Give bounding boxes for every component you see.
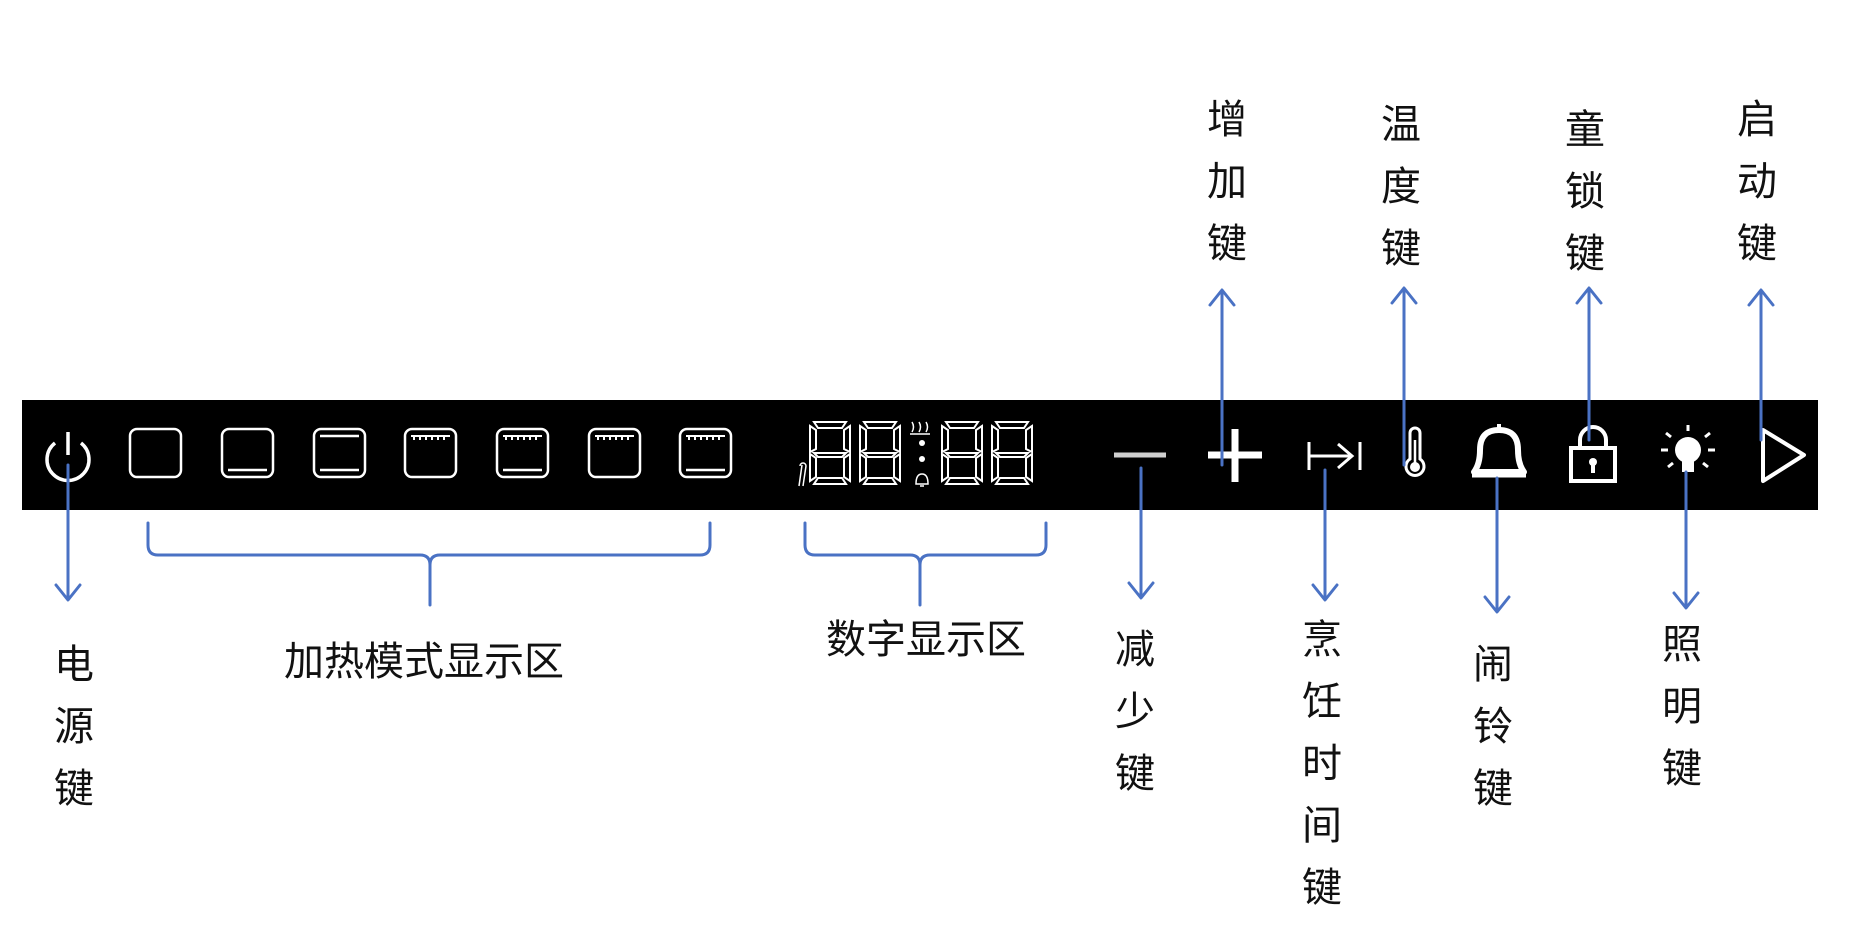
brace-digital	[803, 521, 1048, 607]
label-start: 启动键	[1730, 98, 1776, 284]
increase-button[interactable]	[1202, 420, 1268, 490]
child-lock-button[interactable]	[1564, 420, 1622, 490]
decrease-button[interactable]	[1108, 420, 1172, 490]
oven-mode-2-icon	[220, 427, 275, 479]
digit-1	[809, 421, 851, 485]
label-digital-area: 数字显示区	[826, 617, 1026, 663]
oven-mode-3-icon	[312, 427, 367, 479]
bell-icon	[1471, 424, 1527, 478]
colon-dot-bottom	[919, 456, 925, 462]
lock-icon	[1569, 425, 1617, 483]
digit-2	[859, 421, 901, 485]
steam-icon	[910, 421, 930, 435]
power-button[interactable]	[40, 420, 96, 490]
brace-heating-mode	[146, 521, 712, 607]
small-bell-icon	[915, 473, 929, 487]
lightbulb-icon	[1661, 425, 1715, 472]
label-heating-mode-area: 加热模式显示区	[284, 639, 564, 685]
plus-icon	[1208, 429, 1262, 482]
annotation-arrows	[54, 286, 1775, 614]
colon-dot-top	[919, 440, 925, 446]
oven-mode-5-icon	[495, 427, 550, 479]
digit-3	[941, 421, 983, 485]
label-decrease: 减少键	[1108, 628, 1154, 814]
thermometer-icon	[1404, 426, 1426, 477]
oven-mode-1-icon	[128, 427, 183, 479]
light-button[interactable]	[1656, 420, 1720, 490]
label-temperature: 温度键	[1374, 103, 1420, 289]
label-child-lock: 童锁键	[1558, 108, 1604, 294]
oven-mode-4-icon	[403, 427, 458, 479]
oven-mode-6-icon	[587, 427, 642, 479]
label-light: 照明键	[1655, 623, 1701, 809]
oven-mode-7-icon	[678, 427, 733, 479]
temperature-button[interactable]	[1392, 420, 1438, 490]
digit-display	[798, 421, 1033, 487]
label-cook-time: 烹饪时间键	[1295, 618, 1341, 928]
play-icon	[1761, 428, 1806, 483]
label-power: 电源键	[47, 643, 93, 829]
probe-icon	[798, 462, 807, 487]
digit-4	[991, 421, 1033, 485]
timer-arrow-icon	[1307, 442, 1362, 470]
cook-time-button[interactable]	[1302, 420, 1368, 490]
alarm-button[interactable]	[1466, 420, 1532, 490]
label-increase: 增加键	[1200, 98, 1246, 284]
digit-display-value: 88:88	[812, 430, 815, 431]
label-alarm: 闹铃键	[1466, 643, 1512, 829]
start-button[interactable]	[1752, 420, 1812, 490]
